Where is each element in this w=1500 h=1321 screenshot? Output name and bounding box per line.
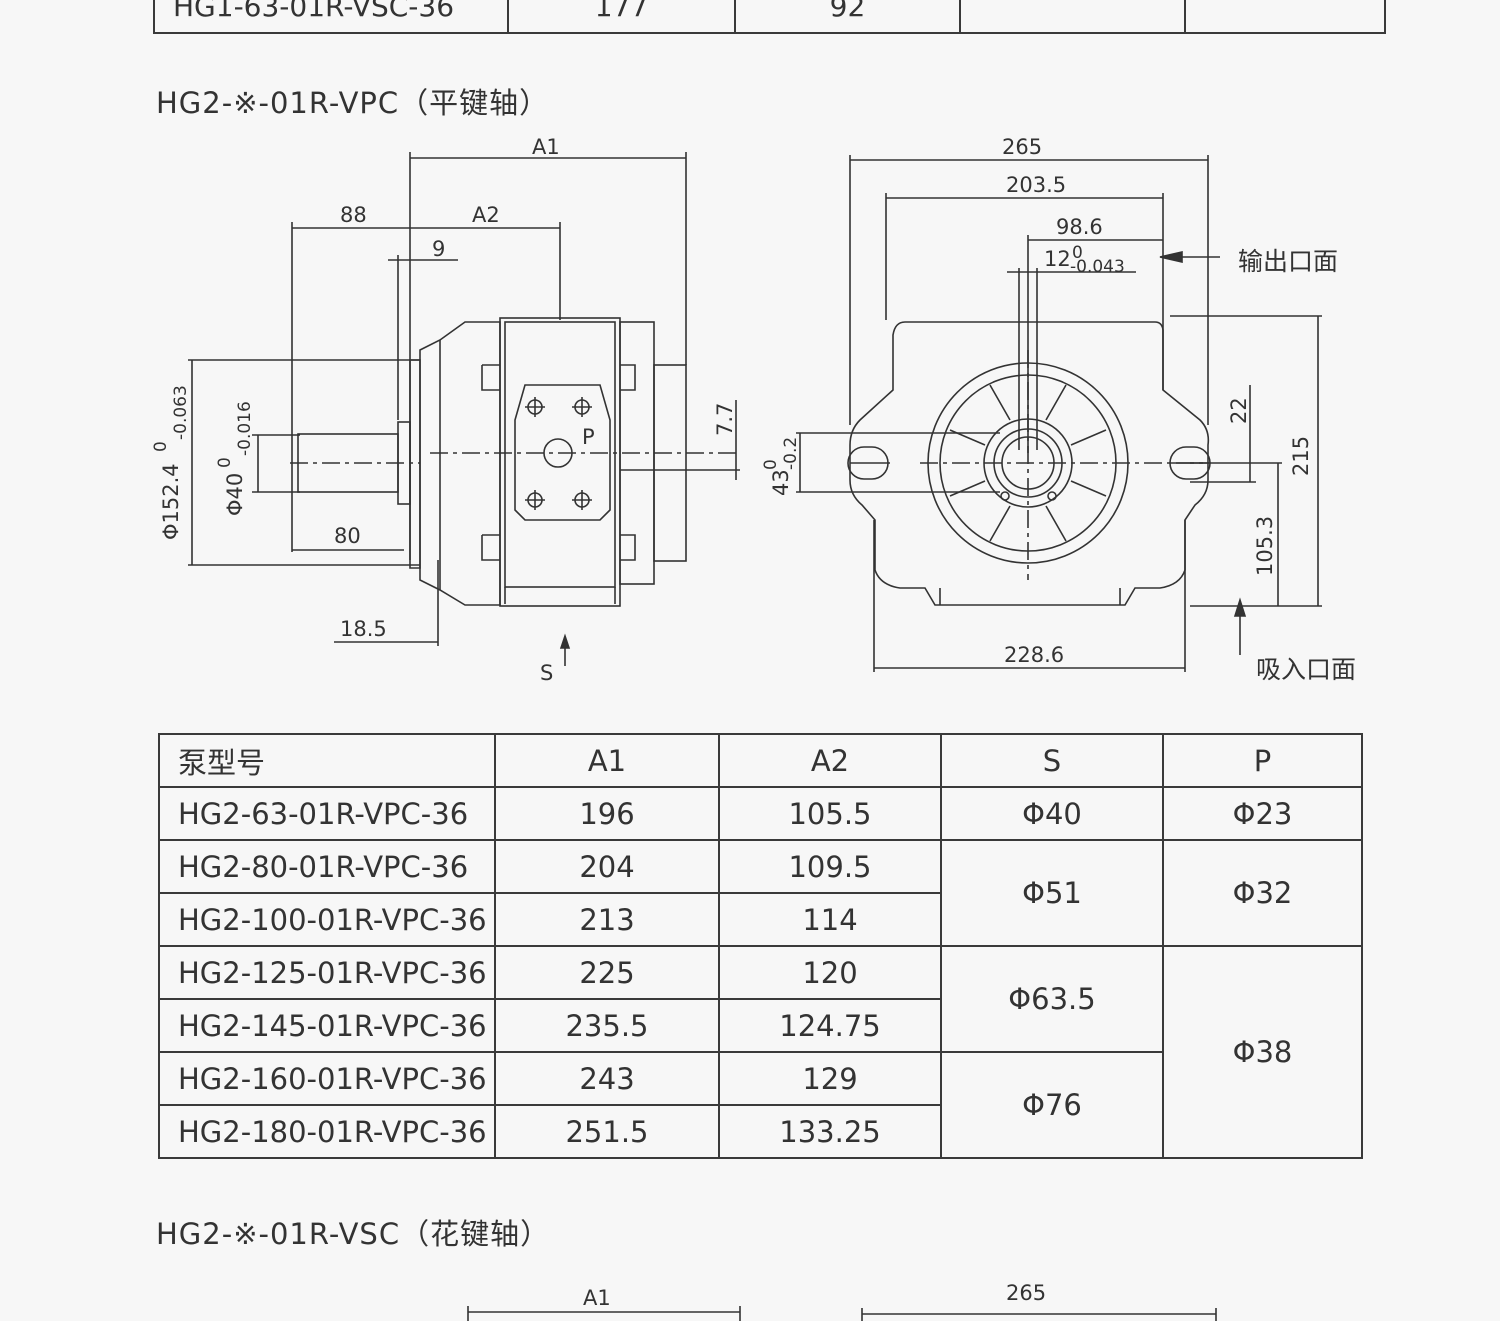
- cell-p: Φ23: [1162, 786, 1363, 841]
- dim-12-tol-lower: -0.043: [1070, 257, 1125, 277]
- cell-a1: 243: [494, 1051, 720, 1106]
- table-row: HG2-100-01R-VPC-36 213 114: [158, 892, 1362, 947]
- cell-model: HG2-180-01R-VPC-36: [158, 1104, 496, 1159]
- cell-model: HG2-63-01R-VPC-36: [158, 786, 496, 841]
- spec-table: 泵型号 A1 A2 S P HG2-63-01R-VPC-36 196 105.…: [158, 733, 1363, 1159]
- table-cell-a1: 177: [507, 0, 736, 34]
- dim-215: 215: [1289, 436, 1313, 476]
- dim-phi152-tol-upper: 0: [151, 441, 171, 452]
- header-a2: A2: [718, 733, 942, 788]
- cell-model: HG2-160-01R-VPC-36: [158, 1051, 496, 1106]
- port-p-label: P: [582, 425, 595, 449]
- cell-a2: 124.75: [718, 998, 942, 1053]
- dim-phi40: Φ40: [223, 473, 247, 516]
- table-cell-s: [959, 0, 1186, 34]
- cell-a2: 129: [718, 1051, 942, 1106]
- dim-43-tol-upper: 0: [761, 459, 781, 470]
- section-title-spline-shaft: HG2-※-01R-VSC（花键轴）: [156, 1217, 551, 1251]
- dim-a2: A2: [472, 203, 500, 227]
- dim-105-3: 105.3: [1253, 516, 1277, 576]
- header-s: S: [940, 733, 1164, 788]
- previous-spec-table-tail: HG1-63-01R-VSC-36 177 92: [153, 0, 1386, 34]
- dim-203-5: 203.5: [1006, 173, 1066, 197]
- table-header-row: 泵型号 A1 A2 S P: [158, 733, 1363, 788]
- table-cell-p: [1184, 0, 1386, 34]
- cell-a2: 109.5: [718, 839, 942, 894]
- table-cell-model: HG1-63-01R-VSC-36: [153, 0, 509, 34]
- cell-model: HG2-145-01R-VPC-36: [158, 998, 496, 1053]
- dim-265-spline: 265: [1006, 1281, 1046, 1305]
- section-title-flat-key-shaft: HG2-※-01R-VPC（平键轴）: [156, 86, 550, 120]
- dim-12-tol-upper: 0: [1072, 243, 1083, 263]
- table-row: HG2-80-01R-VPC-36 204 109.5 Φ51 Φ32: [158, 839, 1363, 947]
- pump-dimension-drawing: A1 A2 88 9 80 18.5 P S 7.7 Φ152.4 0 -0.0…: [151, 135, 1356, 685]
- cell-a2: 133.25: [718, 1104, 942, 1159]
- cell-s: Φ40: [940, 786, 1164, 841]
- cell-s: Φ76: [940, 1051, 1164, 1159]
- dim-9: 9: [432, 237, 445, 261]
- table-row: HG2-63-01R-VPC-36 196 105.5 Φ40 Φ23: [158, 786, 1363, 841]
- cell-a2: 114: [718, 892, 942, 947]
- dim-18-5: 18.5: [340, 617, 387, 641]
- table-row: HG2-125-01R-VPC-36 225 120 Φ63.5 Φ38: [158, 945, 1363, 1159]
- dim-43: 43: [769, 469, 793, 496]
- dim-phi40-tol-lower: -0.016: [235, 401, 255, 456]
- cell-a1: 225: [494, 945, 720, 1000]
- table-row: HG2-160-01R-VPC-36 243 129 Φ76: [158, 1051, 1362, 1159]
- cell-a2: 105.5: [718, 786, 942, 841]
- dim-phi40-tol-upper: 0: [215, 457, 235, 468]
- cell-a1: 204: [494, 839, 720, 894]
- dim-43-tol-lower: -0.2: [781, 437, 801, 470]
- cell-p: Φ38: [1162, 945, 1363, 1159]
- cell-a1: 251.5: [494, 1104, 720, 1159]
- port-s-label: S: [540, 661, 553, 685]
- dim-12: 12: [1044, 247, 1071, 271]
- header-model: 泵型号: [158, 733, 496, 788]
- outlet-face-label: 输出口面: [1238, 247, 1338, 276]
- dim-98-6: 98.6: [1056, 215, 1103, 239]
- inlet-face-label: 吸入口面: [1256, 655, 1356, 684]
- cell-a2: 120: [718, 945, 942, 1000]
- cell-model: HG2-125-01R-VPC-36: [158, 945, 496, 1000]
- cell-s: Φ51: [940, 839, 1164, 947]
- table-row: HG2-180-01R-VPC-36 251.5 133.25: [158, 1104, 1362, 1159]
- dim-80: 80: [334, 524, 361, 548]
- cell-model: HG2-100-01R-VPC-36: [158, 892, 496, 947]
- table-row: HG2-145-01R-VPC-36 235.5 124.75: [158, 998, 1362, 1053]
- dim-88: 88: [340, 203, 367, 227]
- dim-228-6: 228.6: [1004, 643, 1064, 667]
- dim-a1: A1: [532, 135, 560, 159]
- dim-phi152: Φ152.4: [159, 463, 183, 540]
- dim-phi152-tol-lower: -0.063: [171, 385, 191, 440]
- header-p: P: [1162, 733, 1363, 788]
- cell-a1: 196: [494, 786, 720, 841]
- table-cell-a2: 92: [734, 0, 961, 34]
- cell-a1: 213: [494, 892, 720, 947]
- header-a1: A1: [494, 733, 720, 788]
- cell-a1: 235.5: [494, 998, 720, 1053]
- cell-model: HG2-80-01R-VPC-36: [158, 839, 496, 894]
- dim-22: 22: [1227, 397, 1251, 424]
- cell-p: Φ32: [1162, 839, 1363, 947]
- dim-7-7: 7.7: [713, 403, 737, 436]
- dim-a1-spline: A1: [583, 1286, 611, 1310]
- cell-s: Φ63.5: [940, 945, 1164, 1053]
- dim-265: 265: [1002, 135, 1042, 159]
